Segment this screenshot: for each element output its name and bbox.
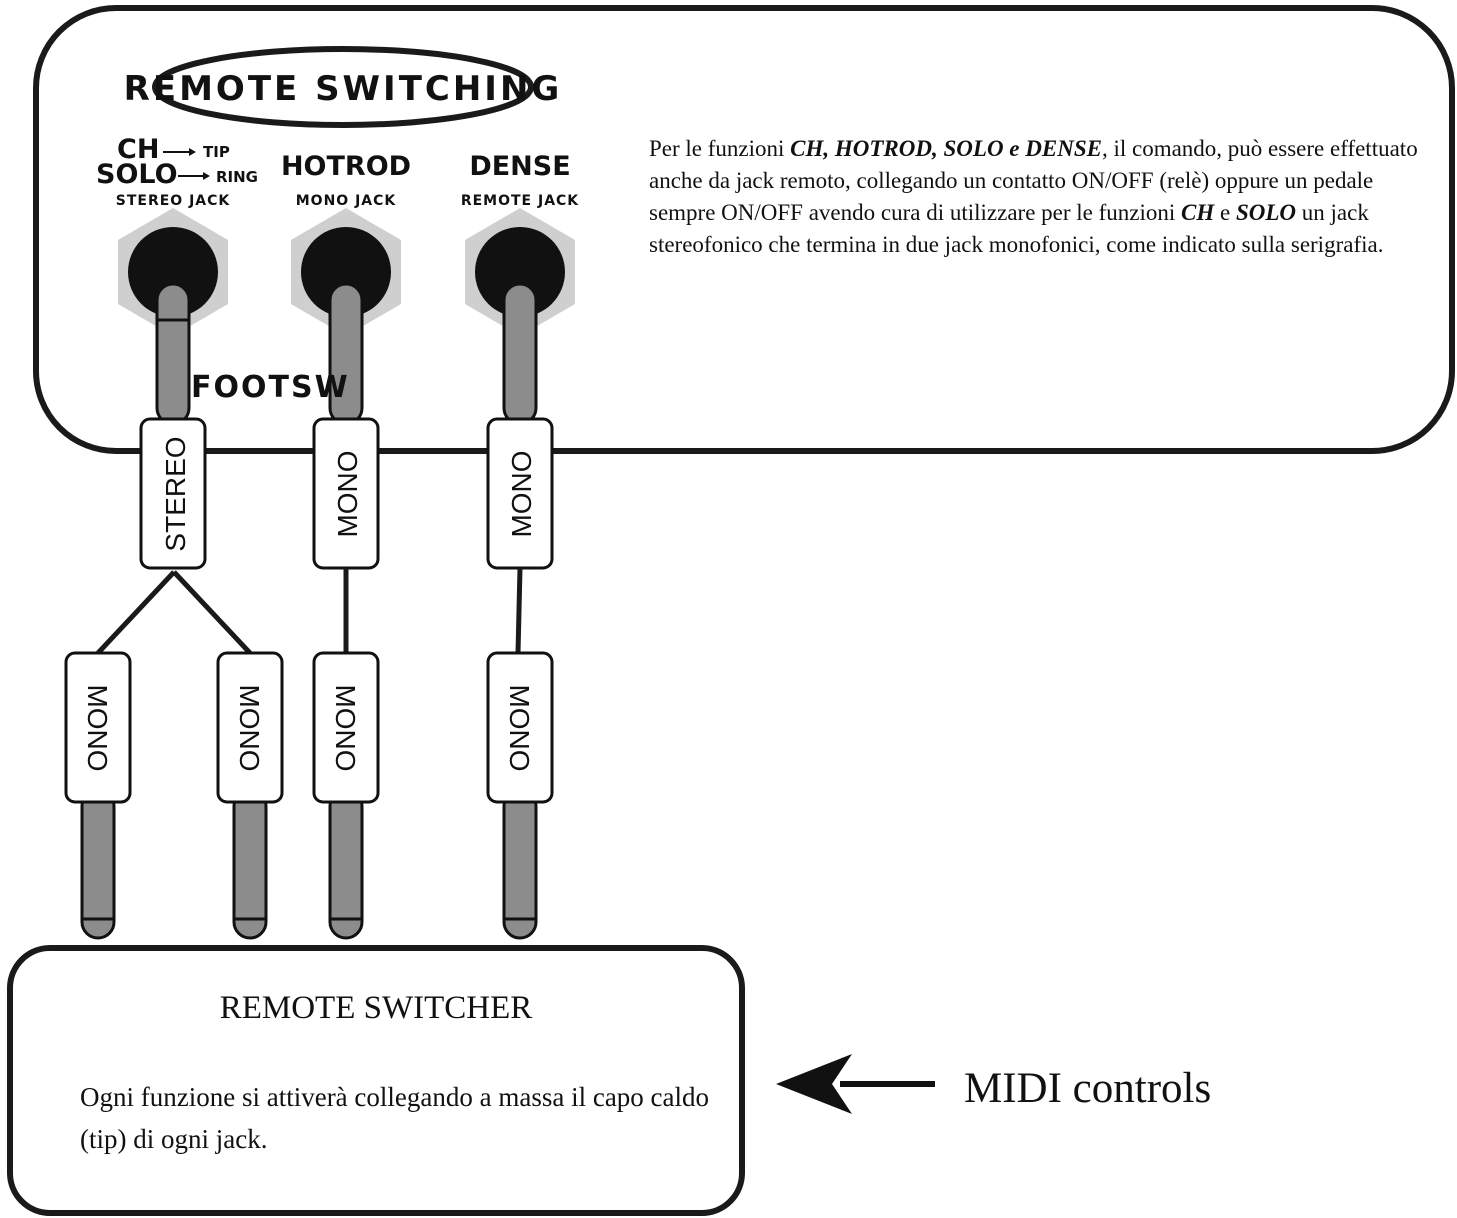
plug-mono-label: MONO (332, 450, 363, 537)
footsw-label: FOOTSW (191, 370, 350, 405)
plug-mono-lower-2: MONO (216, 651, 284, 804)
plug-mono-label: MONO (330, 684, 361, 771)
plug-stereo-label: STEREO (160, 436, 191, 551)
jack-hotrod-type: MONO JACK (296, 193, 397, 209)
plug-mono-lower-3: MONO (312, 651, 380, 804)
midi-arrow-head (776, 1054, 852, 1114)
jack-solo-label: SOLO (96, 159, 178, 190)
plug-mono-hotrod-upper: MONO (312, 417, 380, 570)
plug-mono-label: MONO (82, 684, 113, 771)
wire-split-right (172, 570, 252, 655)
cable-ch-upper (155, 282, 191, 426)
jack-ch-type: STEREO JACK (116, 193, 231, 209)
panel-title: REMOTE SWITCHING (124, 69, 563, 109)
switcher-title: REMOTE SWITCHER (219, 990, 533, 1026)
plug-mono-label: MONO (234, 684, 265, 771)
cable-dense-upper (502, 282, 538, 426)
description-text: Per le funzioni CH, HOTROD, SOLO e DENSE… (649, 136, 1418, 257)
plug-mono-lower-1: MONO (64, 651, 132, 804)
wire-dense (515, 567, 523, 654)
jack-dense-type: REMOTE JACK (461, 193, 579, 209)
cable-lower-3 (328, 788, 364, 940)
jack-dense-label: DENSE (469, 151, 570, 182)
cable-lower-1 (80, 788, 116, 940)
ring-arrow-head (203, 172, 210, 180)
plug-mono-dense-upper: MONO (486, 417, 554, 570)
plug-mono-label: MONO (506, 450, 537, 537)
wire-split-left (96, 570, 176, 655)
tip-label: TIP (203, 143, 230, 161)
tip-arrow-head (189, 148, 196, 156)
cable-lower-2 (232, 788, 268, 940)
jack-socket-dense (465, 208, 575, 336)
switcher-box (7, 945, 745, 1216)
plug-stereo: STEREO (139, 417, 207, 570)
jack-socket-hotrod (291, 208, 401, 336)
plug-mono-label: MONO (504, 684, 535, 771)
switcher-text: Ogni funzione si attiverà collegando a m… (80, 1082, 710, 1154)
title-ellipse (152, 46, 534, 128)
midi-controls-label: MIDI controls (964, 1065, 1212, 1112)
jack-ch-label: CH (117, 134, 159, 165)
plug-mono-lower-4: MONO (486, 651, 554, 804)
ring-label: RING (216, 168, 258, 186)
jack-hotrod-label: HOTROD (281, 151, 411, 182)
cable-lower-4 (502, 788, 538, 940)
jack-socket-ch (118, 208, 228, 336)
